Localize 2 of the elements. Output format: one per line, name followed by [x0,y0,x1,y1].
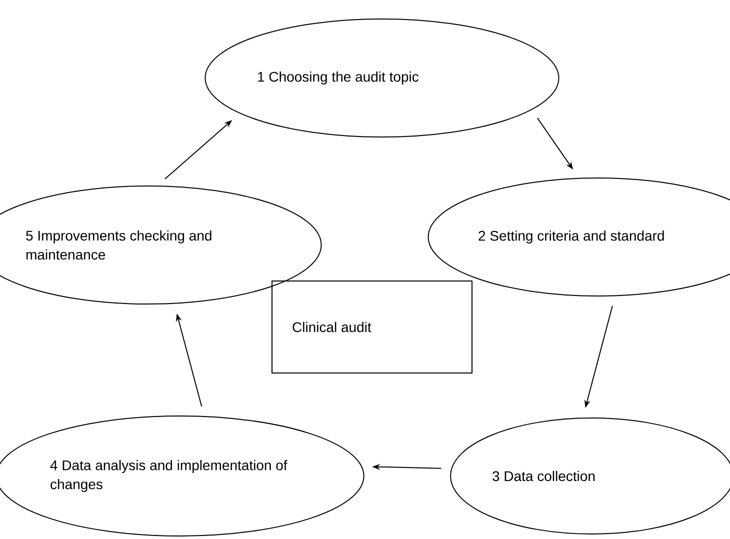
center-box: Clinical audit [272,280,472,374]
ellipse-node: 1 Choosing the audit topic [204,18,560,138]
